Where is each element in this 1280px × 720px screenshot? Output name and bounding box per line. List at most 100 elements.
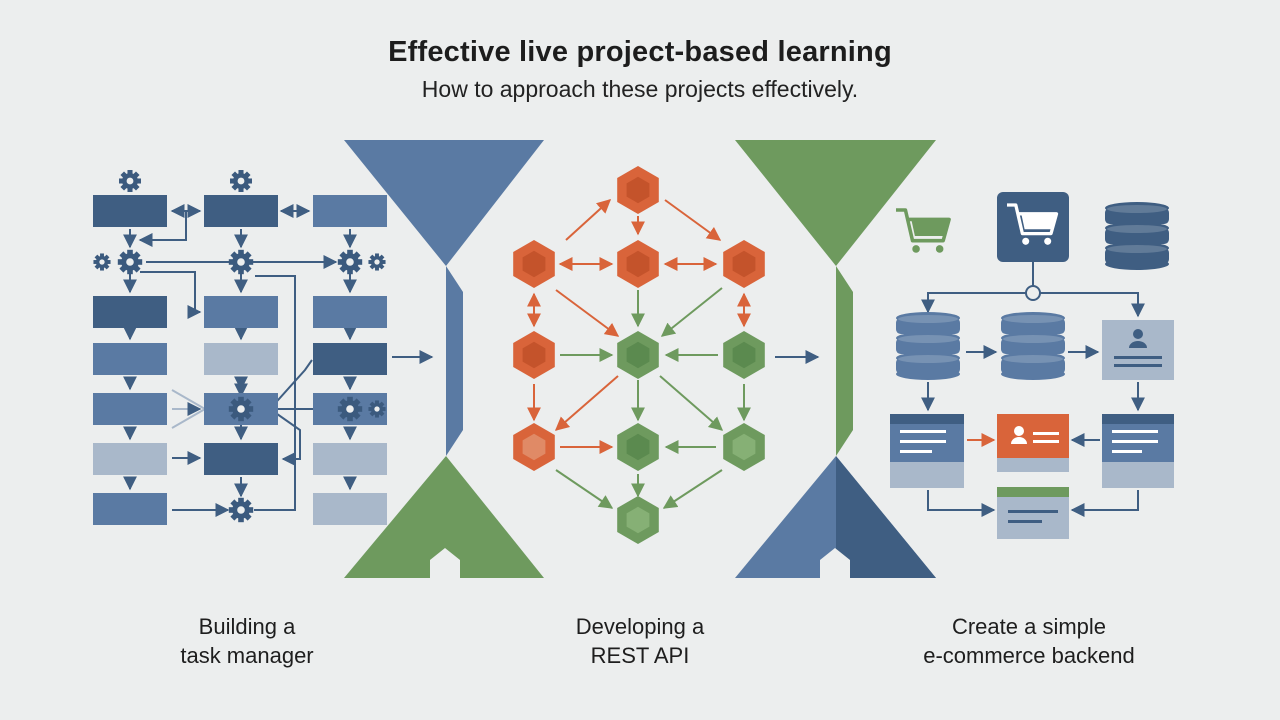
- task-manager-panel: [93, 170, 387, 525]
- gear-icon: [228, 249, 254, 275]
- funnel-right: [735, 140, 936, 578]
- process-box: [313, 296, 387, 328]
- shopping-cart-icon: [896, 208, 951, 253]
- gear-icon: [337, 396, 363, 422]
- caption-task-manager: Building a task manager: [87, 612, 407, 670]
- document-header: [890, 414, 964, 424]
- funnel-right-top: [735, 140, 936, 266]
- process-box: [313, 443, 387, 475]
- document-line: [900, 450, 932, 453]
- document-line: [1112, 430, 1158, 433]
- caption-ecommerce: Create a simple e-commerce backend: [869, 612, 1189, 670]
- hexagon-node: [513, 240, 555, 288]
- process-box: [204, 296, 278, 328]
- document-line: [900, 440, 946, 443]
- hexagon-node: [723, 423, 765, 471]
- caption-ecommerce-line2: e-commerce backend: [923, 643, 1135, 668]
- process-box: [93, 493, 167, 525]
- gear-icon: [117, 249, 143, 275]
- process-box: [204, 443, 278, 475]
- connector-path: [269, 359, 313, 410]
- process-box: [313, 493, 387, 525]
- connector-path: [140, 271, 202, 319]
- document-line: [1008, 520, 1042, 523]
- junction-node: [1025, 285, 1041, 301]
- gear-icon: [93, 253, 111, 271]
- connector-arrow: [555, 469, 614, 509]
- user-card-icon: [997, 414, 1069, 458]
- funnel-left-notch: [430, 548, 460, 578]
- process-box: [93, 296, 167, 328]
- gear-icon: [337, 249, 363, 275]
- funnel-left-top: [344, 140, 544, 266]
- hexagon-node: [617, 331, 659, 379]
- gear-icon: [119, 170, 141, 192]
- process-box: [93, 393, 167, 425]
- caption-rest-api-line2: REST API: [590, 643, 690, 668]
- connector-arrow: [554, 375, 619, 431]
- funnel-right-bottom-shade: [836, 456, 936, 578]
- database-icon: [896, 312, 960, 380]
- connector-arrow: [660, 287, 723, 337]
- funnel-left-stem: [446, 266, 463, 456]
- hexagon-node: [723, 240, 765, 288]
- connector-arrow: [662, 469, 723, 509]
- process-box: [313, 195, 387, 227]
- document-header: [1102, 414, 1174, 424]
- connector-arrow: [555, 289, 620, 337]
- rest-api-panel: [513, 166, 765, 544]
- page-subtitle: How to approach these projects effective…: [421, 76, 859, 102]
- caption-ecommerce-line1: Create a simple: [951, 614, 1107, 639]
- caption-task-manager-line1: Building a: [198, 614, 296, 639]
- hexagon-node: [617, 496, 659, 544]
- caption-task-manager-line2: task manager: [180, 643, 314, 668]
- process-box: [93, 195, 167, 227]
- hexagon-node: [617, 423, 659, 471]
- hexagon-node: [513, 423, 555, 471]
- funnel-right-stem: [836, 266, 853, 456]
- gear-icon: [368, 253, 386, 271]
- document-line: [1008, 510, 1058, 513]
- gear-icon: [228, 396, 254, 422]
- ecommerce-panel: [890, 192, 1174, 539]
- hexagon-node: [513, 331, 555, 379]
- hexagon-node: [617, 240, 659, 288]
- process-box: [93, 343, 167, 375]
- gear-icon: [368, 400, 386, 418]
- connector-arrow: [565, 199, 612, 241]
- connector-path: [255, 275, 296, 490]
- page-title: Effective live project-based learning: [388, 36, 892, 68]
- document-line: [1112, 450, 1142, 453]
- hexagon-node: [723, 331, 765, 379]
- connector-path: [138, 211, 187, 247]
- funnel-right-notch: [820, 548, 850, 578]
- connector-path: [921, 292, 1026, 314]
- document-header: [997, 487, 1069, 497]
- user-card-icon: [1102, 320, 1174, 380]
- connector-path: [269, 408, 301, 466]
- connector-arrow: [659, 375, 724, 431]
- process-box: [204, 195, 278, 227]
- gear-icon: [228, 497, 254, 523]
- connector-path: [1040, 292, 1145, 318]
- hexagon-node: [617, 166, 659, 214]
- caption-rest-api: Developing a REST API: [480, 612, 800, 670]
- document-line: [900, 430, 946, 433]
- connector-path: [254, 490, 296, 511]
- funnel-left-bottom: [344, 456, 544, 578]
- gear-icon: [230, 170, 252, 192]
- caption-rest-api-line1: Developing a: [575, 614, 705, 639]
- process-box: [313, 343, 387, 375]
- process-box: [93, 443, 167, 475]
- connector-arrow: [664, 199, 722, 241]
- connector-path: [1070, 490, 1139, 517]
- document-line: [1112, 440, 1158, 443]
- user-card-footer: [997, 458, 1069, 472]
- database-icon: [1001, 312, 1065, 380]
- database-icon: [1105, 202, 1169, 270]
- connector-path: [927, 490, 996, 517]
- funnel-left: [344, 140, 544, 578]
- process-box: [204, 343, 278, 375]
- shopping-cart-icon: [1007, 203, 1059, 245]
